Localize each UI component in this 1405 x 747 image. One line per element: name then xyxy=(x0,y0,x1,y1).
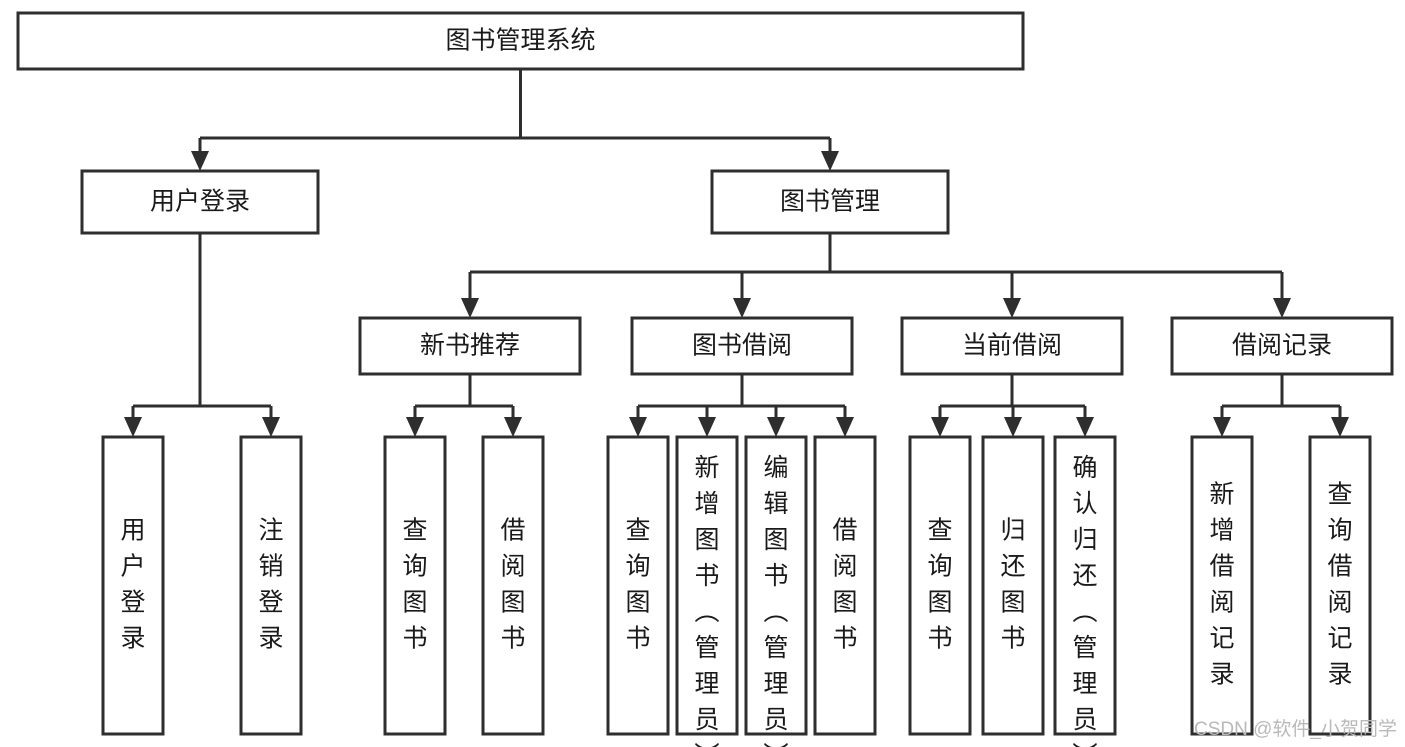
userlogin-branch-1-head xyxy=(262,417,280,437)
node-label-leaf-borrow-book-recommend: 借阅图书 xyxy=(500,516,525,652)
node-label-leaf-edit-book-admin: 编辑图书︵管理员︶ xyxy=(763,454,788,747)
bookmgmt-to-level3-branch-3-head xyxy=(1273,298,1291,318)
node-leaf-query-book-current[interactable]: 查询图书 xyxy=(908,435,972,736)
currentborrow-branch-2-head xyxy=(1076,417,1094,437)
node-leaf-query-book-recommend[interactable]: 查询图书 xyxy=(383,435,447,736)
node-box-leaf-user-logout xyxy=(239,435,303,736)
node-box-leaf-return-book xyxy=(981,435,1045,736)
root-to-level2-branch-0-head xyxy=(191,151,209,171)
node-box-leaf-add-book-admin xyxy=(675,435,739,736)
node-box-book-borrow xyxy=(630,316,854,376)
node-box-leaf-edit-book-admin xyxy=(744,435,808,736)
node-label-leaf-return-book: 归还图书 xyxy=(1000,516,1025,652)
bookmgmt-to-level3-branch-0-head xyxy=(461,298,479,318)
node-label-leaf-borrow-book: 借阅图书 xyxy=(832,516,857,652)
node-layer: 图书管理系统用户登录图书管理新书推荐图书借阅当前借阅借阅记录用户登录注销登录查询… xyxy=(16,11,1394,747)
watermark-text: CSDN @软件_小贺同学 xyxy=(1194,719,1397,740)
node-box-leaf-query-borrow-record xyxy=(1308,435,1372,736)
node-label-leaf-add-borrow-record: 新增借阅记录 xyxy=(1209,480,1234,688)
root-to-level2-branch-1-head xyxy=(821,151,839,171)
node-box-current-borrow xyxy=(900,316,1124,376)
node-box-root xyxy=(16,11,1025,71)
node-box-leaf-confirm-return-admin xyxy=(1053,435,1117,736)
node-borrow-record[interactable]: 借阅记录 xyxy=(1170,316,1394,376)
node-box-borrow-record xyxy=(1170,316,1394,376)
currentborrow-branch-1-head xyxy=(1004,417,1022,437)
node-label-leaf-query-book-current: 查询图书 xyxy=(927,516,952,652)
newbook-branch-0-head xyxy=(406,417,424,437)
node-label-leaf-query-book-recommend: 查询图书 xyxy=(402,516,427,652)
node-leaf-confirm-return-admin[interactable]: 确认归还︵管理员︶ xyxy=(1053,435,1117,747)
node-label-leaf-query-book-borrow: 查询图书 xyxy=(625,516,650,652)
borrowrecord-branch-0-head xyxy=(1213,417,1231,437)
node-box-leaf-add-borrow-record xyxy=(1190,435,1254,736)
node-leaf-return-book[interactable]: 归还图书 xyxy=(981,435,1045,736)
node-current-borrow[interactable]: 当前借阅 xyxy=(900,316,1124,376)
bookborrow-branch-2-head xyxy=(767,417,785,437)
node-root[interactable]: 图书管理系统 xyxy=(16,11,1025,71)
node-box-leaf-borrow-book-recommend xyxy=(481,435,545,736)
node-label-leaf-query-borrow-record: 查询借阅记录 xyxy=(1327,480,1352,688)
node-leaf-edit-book-admin[interactable]: 编辑图书︵管理员︶ xyxy=(744,435,808,747)
bookmgmt-to-level3-branch-2-head xyxy=(1003,298,1021,318)
node-label-user-login: 用户登录 xyxy=(150,188,250,216)
node-label-book-management: 图书管理 xyxy=(780,188,880,216)
node-leaf-user-logout[interactable]: 注销登录 xyxy=(239,435,303,736)
node-new-book-recommend[interactable]: 新书推荐 xyxy=(358,316,582,376)
node-box-user-login xyxy=(80,169,320,235)
node-leaf-borrow-book-recommend[interactable]: 借阅图书 xyxy=(481,435,545,736)
newbook-branch-1-head xyxy=(504,417,522,437)
node-label-book-borrow: 图书借阅 xyxy=(692,332,792,360)
node-label-leaf-add-book-admin: 新增图书︵管理员︶ xyxy=(694,454,719,747)
connector-layer xyxy=(124,69,1349,437)
node-label-root: 图书管理系统 xyxy=(445,27,595,55)
node-label-leaf-user-login: 用户登录 xyxy=(120,516,145,652)
node-leaf-user-login[interactable]: 用户登录 xyxy=(101,435,165,736)
node-box-leaf-user-login xyxy=(101,435,165,736)
node-label-leaf-confirm-return-admin: 确认归还︵管理员︶ xyxy=(1072,454,1097,747)
node-box-leaf-query-book-current xyxy=(908,435,972,736)
node-box-leaf-query-book-borrow xyxy=(606,435,670,736)
node-leaf-query-borrow-record[interactable]: 查询借阅记录 xyxy=(1308,435,1372,736)
node-box-new-book-recommend xyxy=(358,316,582,376)
node-user-login[interactable]: 用户登录 xyxy=(80,169,320,235)
node-leaf-query-book-borrow[interactable]: 查询图书 xyxy=(606,435,670,736)
node-label-borrow-record: 借阅记录 xyxy=(1232,332,1332,360)
node-book-borrow[interactable]: 图书借阅 xyxy=(630,316,854,376)
bookmgmt-to-level3-branch-1-head xyxy=(733,298,751,318)
node-leaf-borrow-book[interactable]: 借阅图书 xyxy=(813,435,877,736)
node-label-leaf-user-logout: 注销登录 xyxy=(258,516,283,652)
borrowrecord-branch-1-head xyxy=(1331,417,1349,437)
node-label-new-book-recommend: 新书推荐 xyxy=(420,332,520,360)
currentborrow-branch-0-head xyxy=(931,417,949,437)
node-box-leaf-query-book-recommend xyxy=(383,435,447,736)
node-box-book-management xyxy=(710,169,950,235)
node-book-management[interactable]: 图书管理 xyxy=(710,169,950,235)
node-leaf-add-borrow-record[interactable]: 新增借阅记录 xyxy=(1190,435,1254,736)
userlogin-branch-0-head xyxy=(124,417,142,437)
bookborrow-branch-1-head xyxy=(698,417,716,437)
bookborrow-branch-3-head xyxy=(836,417,854,437)
node-leaf-add-book-admin[interactable]: 新增图书︵管理员︶ xyxy=(675,435,739,747)
bookborrow-branch-0-head xyxy=(629,417,647,437)
node-label-current-borrow: 当前借阅 xyxy=(962,332,1062,360)
node-box-leaf-borrow-book xyxy=(813,435,877,736)
